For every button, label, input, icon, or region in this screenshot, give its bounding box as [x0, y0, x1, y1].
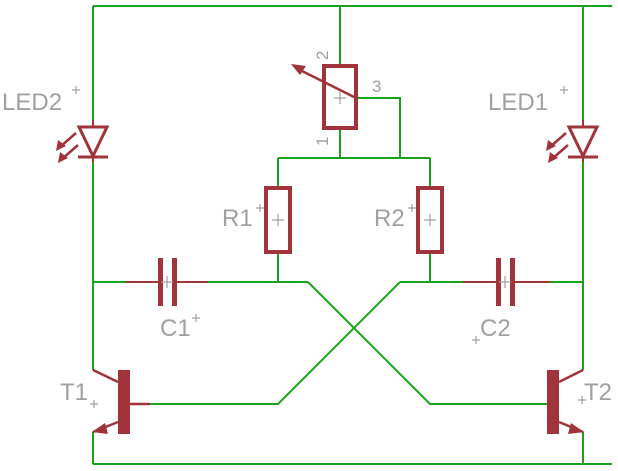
c2-origin-mark	[499, 276, 511, 288]
label-led2: LED2	[2, 89, 62, 116]
led2-triangle	[76, 125, 110, 160]
c1-origin-mark	[161, 276, 173, 288]
c1-plate-right	[172, 258, 177, 306]
c2-plate-left	[496, 258, 501, 306]
resistor-r2: R2	[374, 186, 444, 254]
label-r2: R2	[374, 205, 405, 232]
t2-collector	[558, 368, 584, 384]
t2-emitter-arrow	[568, 423, 584, 434]
capacitor-c2: C2	[463, 258, 550, 344]
potentiometer-arrow	[295, 66, 357, 100]
led1: LED1	[488, 86, 600, 163]
r1-body	[264, 186, 292, 254]
pot-pin-2: 2	[313, 51, 332, 60]
pot-pin-1: 1	[313, 137, 332, 146]
r1-label-mark	[256, 204, 264, 212]
led1-ray-2-head	[548, 152, 558, 163]
r2-origin-mark	[424, 214, 436, 226]
t1-collector	[92, 368, 119, 384]
wires	[92, 5, 612, 465]
wire-cross-b	[150, 281, 401, 405]
r2-label-mark	[408, 204, 416, 212]
potentiometer: 2 3 1	[291, 51, 381, 146]
t2-label-mark	[578, 396, 586, 404]
led2-ray-1-head	[56, 140, 66, 151]
c1-label-mark	[192, 314, 200, 322]
t1-label-mark	[90, 400, 98, 408]
label-t1: T1	[60, 379, 88, 406]
led2: LED2	[2, 86, 110, 163]
c2-label-mark	[472, 336, 480, 344]
pot-pin-3: 3	[372, 77, 381, 96]
capacitor-c1: C1	[126, 258, 208, 342]
potentiometer-origin-mark	[334, 92, 346, 104]
c2-plate-right	[510, 258, 515, 306]
led1-ray-1-head	[546, 140, 556, 151]
c1-plate-left	[158, 258, 163, 306]
label-c2: C2	[480, 315, 511, 342]
led1-triangle	[566, 125, 600, 160]
led2-ray-2-head	[58, 152, 68, 163]
label-c1: C1	[160, 315, 191, 342]
transistor-t1: T1	[60, 368, 150, 434]
r1-origin-mark	[272, 214, 284, 226]
wire-pot-wiper-out	[356, 97, 401, 158]
wire-cross-a	[307, 281, 556, 405]
led1-label-mark	[560, 86, 568, 94]
potentiometer-arrowhead	[291, 64, 306, 75]
r2-body	[416, 186, 444, 254]
label-led1: LED1	[488, 89, 548, 116]
label-t2: T2	[584, 379, 612, 406]
t1-base-bar	[118, 370, 130, 434]
led2-label-mark	[72, 86, 80, 94]
t2-base-bar	[547, 370, 559, 434]
resistor-r1: R1	[222, 186, 292, 254]
transistor-t2: T2	[547, 368, 612, 434]
t1-emitter-arrow	[92, 423, 108, 434]
label-r1: R1	[222, 205, 253, 232]
